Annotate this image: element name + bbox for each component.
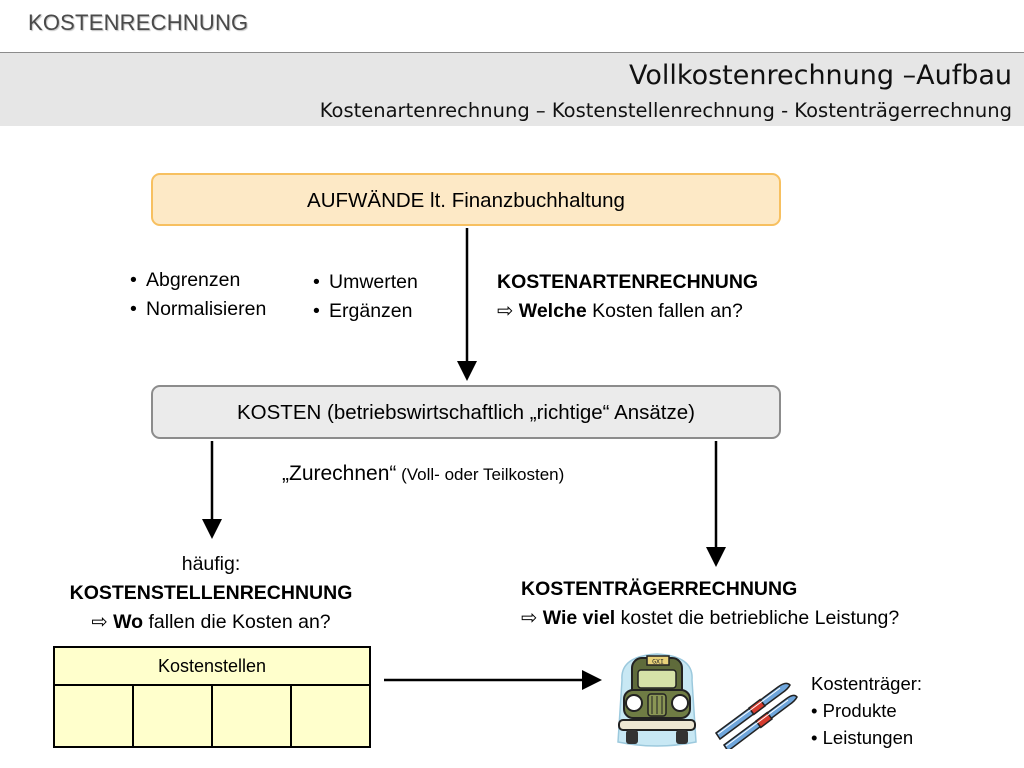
- list-item: Abgrenzen: [130, 266, 266, 295]
- table-header-cell: Kostenstellen: [53, 646, 371, 686]
- list-item: Ergänzen: [313, 297, 418, 326]
- aufwaende-box: AUFWÄNDE lt. Finanzbuchhaltung: [151, 173, 781, 226]
- question-keyword: Wo: [113, 611, 144, 633]
- list-item-label: Abgrenzen: [146, 269, 241, 291]
- kostenstellen-table: Kostenstellen: [53, 646, 371, 748]
- table-cell: [290, 684, 371, 748]
- kostentraeger-heading: KOSTENTRÄGERRECHNUNG: [521, 578, 798, 600]
- kostentraeger-list: Kostenträger: • Produkte • Leistungen: [811, 670, 922, 751]
- taxi-car-icon: GXI: [617, 653, 697, 747]
- hollow-right-arrow-icon: ⇨: [521, 607, 538, 629]
- zurechnen-main: „Zurechnen“: [282, 462, 397, 485]
- list-item: • Leistungen: [811, 727, 914, 748]
- list-item: Umwerten: [313, 268, 418, 297]
- kostentraeger-question: ⇨ Wie viel kostet die betriebliche Leist…: [521, 604, 899, 633]
- question-text: Kosten fallen an?: [586, 300, 743, 322]
- list-item-label: Ergänzen: [329, 300, 413, 322]
- zurechnen-note: (Voll- oder Teilkosten): [396, 465, 565, 484]
- header-divider: [0, 52, 1024, 53]
- kostentraeger-list-title: Kostenträger:: [811, 673, 923, 694]
- kostenarten-block: KOSTENARTENRECHNUNG ⇨ Welche Kosten fall…: [497, 268, 758, 326]
- question-keyword: Welche: [518, 300, 587, 322]
- slide-title: Vollkostenrechnung –Aufbau: [629, 60, 1012, 91]
- kosten-box: KOSTEN (betriebswirtschaftlich „richtige…: [151, 385, 781, 439]
- table-cell: [132, 684, 213, 748]
- question-keyword: Wie viel: [542, 607, 616, 629]
- taxi-sign-text: GXI: [652, 658, 664, 666]
- slide-subtitle: Kostenartenrechnung – Kostenstellenrechn…: [319, 99, 1012, 122]
- zurechnen-label: „Zurechnen“ (Voll- oder Teilkosten): [282, 462, 564, 486]
- kostenarten-question: ⇨ Welche Kosten fallen an?: [497, 297, 758, 326]
- hollow-right-arrow-icon: ⇨: [91, 611, 108, 633]
- kostenstellen-prefix: häufig:: [181, 553, 241, 575]
- list-item-label: Umwerten: [329, 271, 418, 293]
- list-item-label: Normalisieren: [146, 298, 267, 320]
- table-header-row: Kostenstellen: [53, 646, 371, 686]
- table-row: [53, 684, 371, 748]
- question-text: kostet die betriebliche Leistung?: [615, 607, 900, 629]
- adjustments-left-list: Abgrenzen Normalisieren: [130, 266, 266, 324]
- kostenarten-heading: KOSTENARTENRECHNUNG: [497, 271, 759, 293]
- table-cell: [211, 684, 292, 748]
- list-item: Normalisieren: [130, 295, 266, 324]
- table-cell: [53, 684, 134, 748]
- kostenstellen-heading: KOSTENSTELLENRECHNUNG: [69, 582, 353, 604]
- kostenstellen-block: häufig: KOSTENSTELLENRECHNUNG ⇨ Wo falle…: [22, 550, 400, 637]
- kostenstellen-question: ⇨ Wo fallen die Kosten an?: [22, 608, 400, 637]
- list-item-label: Leistungen: [822, 727, 914, 748]
- kostentraeger-block: KOSTENTRÄGERRECHNUNG ⇨ Wie viel kostet d…: [521, 575, 899, 633]
- section-tag: KOSTENRECHNUNG: [28, 10, 249, 35]
- list-item: • Produkte: [811, 700, 897, 721]
- adjustments-right-list: Umwerten Ergänzen: [313, 268, 418, 326]
- list-item-label: Produkte: [822, 700, 897, 721]
- hollow-right-arrow-icon: ⇨: [497, 300, 514, 322]
- title-band: [0, 53, 1024, 126]
- skis-icon: [714, 682, 798, 749]
- question-text: fallen die Kosten an?: [143, 611, 331, 633]
